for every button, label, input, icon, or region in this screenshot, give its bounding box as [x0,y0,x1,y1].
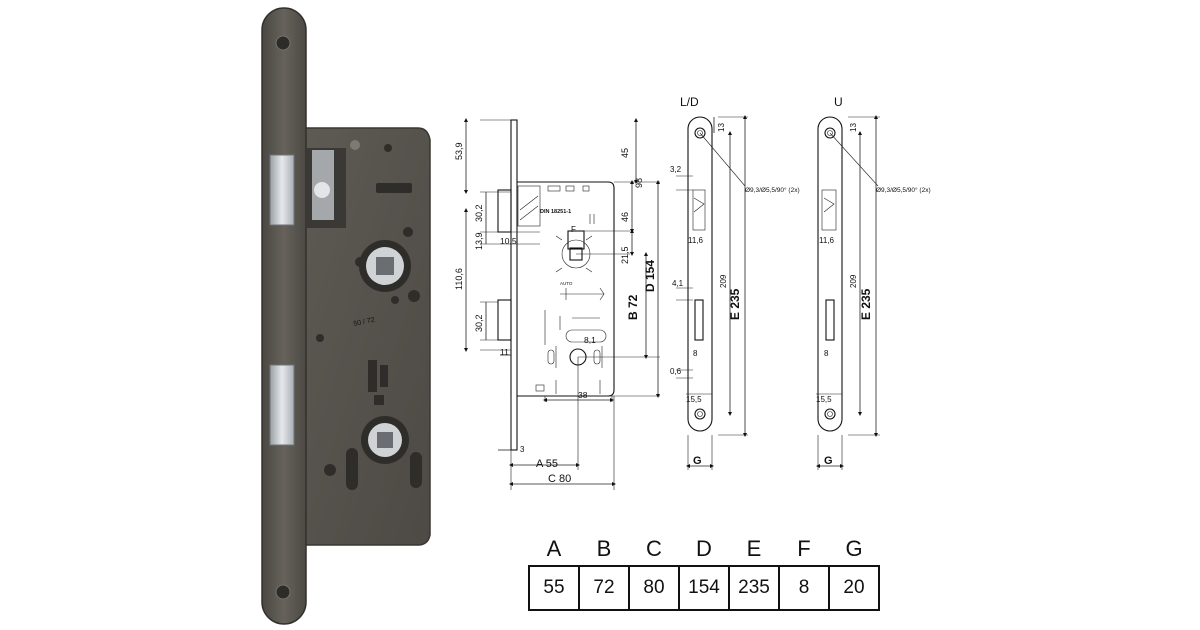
spec-value-e: 235 [728,565,780,611]
side-u-title: U [834,95,843,109]
spec-table: A B C D E F G 55 72 80 154 235 8 20 [528,533,880,611]
faceplate-bottom-hole-icon [275,584,291,600]
front-case-outline [517,181,615,397]
side-ld-faceplate [687,116,713,432]
side-ld-dim-3-2: 3,2 [670,165,682,174]
spec-header-g: G [845,536,863,561]
spec-value-g: 20 [828,565,880,611]
side-ld-dim-8: 8 [693,349,698,358]
front-dim-46: 46 [620,212,630,222]
side-u-e-label: E 235 [859,288,873,320]
front-dim-8-1: 8,1 [584,335,596,345]
side-u-dim-15-5: 15,5 [816,395,832,404]
spec-header-c: C [646,536,662,561]
spec-value-a: 55 [528,565,580,611]
front-dim-13-9: 13,9 [474,232,484,250]
spec-header-e: E [746,536,762,561]
side-ld-dim-13: 13 [717,123,726,132]
side-u-dim-209: 209 [849,274,858,288]
front-dim-38: 38 [578,390,588,400]
dim-label-c: C 80 [548,473,571,485]
spec-header-f: F [797,536,811,561]
side-ld-dim-0-6: 0,6 [670,367,682,376]
spec-value-f: 8 [778,565,830,611]
side-u-faceplate [817,116,843,432]
front-dim-30-2-top: 30,2 [474,204,484,222]
front-dim-10-5: 10,5 [500,236,517,246]
side-u-g-label: G [824,455,833,467]
faceplate-top-hole-icon [275,35,291,51]
side-ld-title: L/D [680,95,699,109]
front-dim-110-6: 110,6 [454,268,464,290]
din-label: DIN 18251-1 [540,209,571,215]
front-faceplate-outline [510,119,518,451]
side-u-hole-note: Ø9,3/Ø5,5/90° (2x) [876,186,931,194]
latch-bolt [269,154,295,226]
front-dim-11: 11 [500,347,509,357]
dim-label-d: D 154 [643,260,657,292]
lock-faceplate [261,7,307,625]
front-dim-45: 45 [620,148,630,158]
lower-slot-left [346,448,358,490]
spec-value-b: 72 [578,565,630,611]
side-view-u: U Ø9,3/Ø5,5/90° (2x) E 235 13 11,6 209 8… [816,95,931,470]
front-dim-53-9: 53,9 [454,142,464,160]
front-dim-21-5: 21,5 [620,246,630,264]
side-ld-dim-15-5: 15,5 [686,395,702,404]
spec-value-c: 80 [628,565,680,611]
side-ld-dim-11-6: 11,6 [688,236,704,245]
front-drawing: DIN 18251-1 F AUTO [454,118,660,490]
side-ld-dim-209: 209 [719,274,728,288]
case-stamp: 50 / 72 [353,317,375,328]
lock-photo: 50 / 72 [261,7,431,625]
side-u-dim-8: 8 [824,349,829,358]
side-u-dim-13: 13 [849,123,858,132]
follower-letter: F [571,225,576,234]
upper-slot [376,183,412,193]
side-view-ld: L/D Ø9,3/Ø5,5/90° (2x) E 235 13 3,2 11,6… [670,95,800,470]
side-ld-dim-4-1: 4,1 [672,279,684,288]
spec-header-a: A [546,536,562,561]
lower-slot-right [410,452,422,488]
front-dim-3: 3 [520,445,525,454]
side-ld-g-label: G [693,455,702,467]
side-ld-hole-note: Ø9,3/Ø5,5/90° (2x) [745,186,800,194]
spec-header-b: B [596,536,612,561]
svg-text:AUTO: AUTO [560,281,573,286]
spec-header-row: A B C D E F G [529,533,879,566]
dead-bolt [269,364,295,446]
dim-label-b: B 72 [626,294,640,320]
spec-value-row: 55 72 80 154 235 8 20 [528,565,880,611]
front-dim-30-2-bottom: 30,2 [474,314,484,332]
follower-square-icon [376,257,394,275]
front-dim-98: 98 [634,178,644,188]
side-u-dim-11-6: 11,6 [819,236,835,245]
dim-label-a: A 55 [536,458,558,470]
side-ld-e-label: E 235 [728,288,742,320]
spec-header-d: D [696,536,712,561]
spec-value-d: 154 [678,565,730,611]
